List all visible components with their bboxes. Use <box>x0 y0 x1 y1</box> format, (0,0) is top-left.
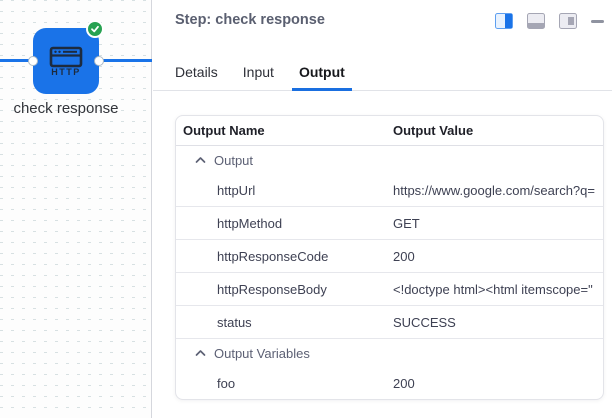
column-header-output-value: Output Value <box>393 123 474 138</box>
chevron-up-icon[interactable] <box>195 349 206 357</box>
step-details-panel: Step: check response Details Input Outpu… <box>153 0 612 418</box>
bottom-panel-icon[interactable] <box>527 13 545 29</box>
table-row: httpResponseCode 200 <box>176 240 603 273</box>
output-name: status <box>217 314 252 330</box>
minimize-icon[interactable] <box>591 19 604 23</box>
column-header-output-name: Output Name <box>183 123 265 138</box>
floating-panel-icon[interactable] <box>559 13 577 29</box>
output-value: 200 <box>393 376 415 391</box>
table-header-row: Output Name Output Value <box>176 116 603 146</box>
output-value: 200 <box>393 248 415 264</box>
success-check-icon <box>86 20 104 38</box>
output-value: <!doctype html><html itemscope=" <box>393 281 593 297</box>
node-type-label: HTTP <box>51 66 81 77</box>
output-name: httpResponseBody <box>217 281 327 297</box>
table-row: status SUCCESS <box>176 306 603 339</box>
output-name: httpUrl <box>217 182 256 198</box>
table-row: foo 200 <box>176 367 603 399</box>
group-row-output[interactable]: Output <box>176 146 603 174</box>
output-port[interactable] <box>94 56 104 66</box>
group-label: Output Variables <box>214 345 310 361</box>
http-step-node[interactable]: HTTP <box>33 28 99 94</box>
split-view-icon[interactable] <box>495 13 513 29</box>
panel-title: Step: check response <box>175 12 325 28</box>
tab-input[interactable]: Input <box>242 63 274 80</box>
tab-output[interactable]: Output <box>291 58 352 91</box>
output-value: https://www.google.com/search?q= <box>393 182 595 198</box>
output-name: httpMethod <box>217 215 283 231</box>
table-row: httpResponseBody <!doctype html><html it… <box>176 273 603 306</box>
output-name: httpResponseCode <box>217 248 329 264</box>
output-table: Output Name Output Value Output httpUrl … <box>175 115 604 400</box>
output-value: GET <box>393 215 420 231</box>
table-row: httpMethod GET <box>176 207 603 240</box>
tab-bar: Details Input Output <box>153 58 612 91</box>
node-name-label: check response <box>13 100 119 117</box>
panel-window-controls <box>495 13 604 29</box>
output-name: foo <box>217 376 236 391</box>
flow-canvas[interactable]: HTTP check response <box>0 0 152 418</box>
group-row-output-variables[interactable]: Output Variables <box>176 339 603 367</box>
browser-window-icon <box>49 46 83 67</box>
chevron-up-icon[interactable] <box>195 156 206 164</box>
tab-details[interactable]: Details <box>175 63 218 80</box>
input-port[interactable] <box>28 56 38 66</box>
group-label: Output <box>214 152 254 168</box>
table-row: httpUrl https://www.google.com/search?q= <box>176 174 603 207</box>
output-value: SUCCESS <box>393 314 456 330</box>
